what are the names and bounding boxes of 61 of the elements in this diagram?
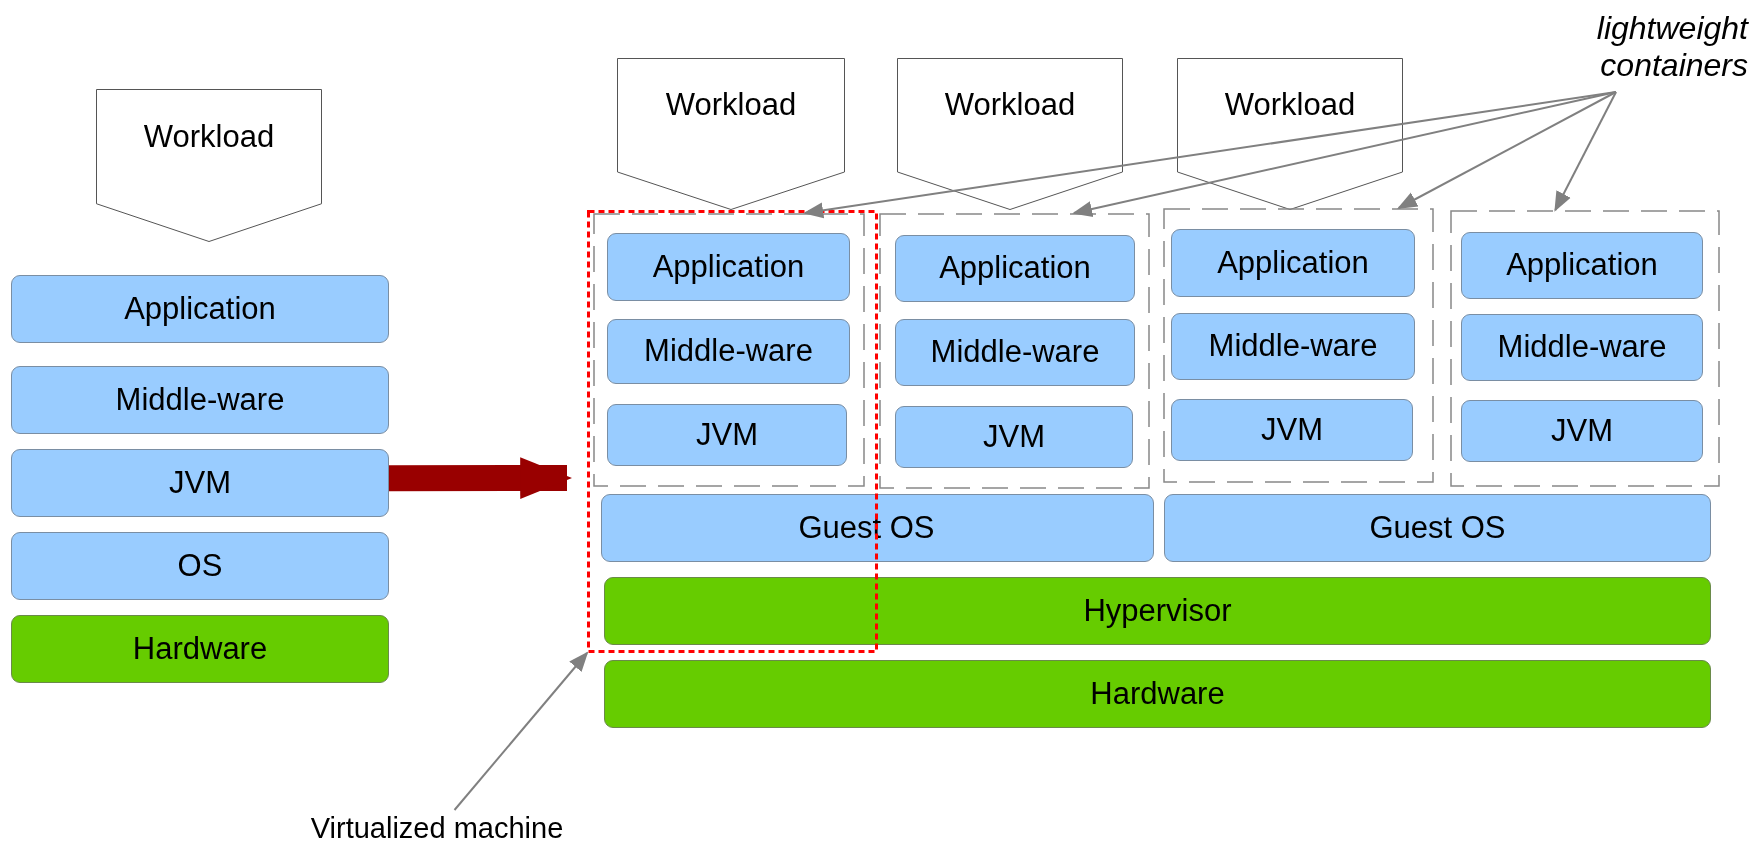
workload-pentagon [1177,58,1403,210]
layer-box [604,577,1711,645]
layer-box [601,494,1154,562]
container-frame [1163,208,1434,483]
transition-arrow [389,457,573,499]
layer-label: Middle-ware [1208,329,1378,364]
container-frame [593,213,865,487]
layer-label: JVM [1551,413,1613,449]
layer-box [11,532,389,600]
layer-label: Workload [944,88,1076,123]
layer-box [895,319,1135,386]
leader-arrow [1397,91,1617,209]
leader-arrow [803,91,1617,219]
layer-label: JVM [983,419,1045,455]
layer-label: Middle-ware [1497,330,1667,365]
layer-label: Middle-ware [930,335,1100,370]
layer-box [11,275,389,343]
layer-label: Workload [143,119,275,154]
layer-label: JVM [696,417,758,453]
layer-label: Hardware [1090,676,1225,712]
layer-box [1461,400,1703,462]
layer-label: Application [652,249,805,285]
layer-label: Hypervisor [1083,593,1232,629]
layer-label: Application [939,251,1091,286]
layer-box [11,615,389,683]
layer-box [1461,314,1703,381]
layer-box [1461,232,1703,299]
layer-label: OS [177,548,223,584]
layer-box [11,366,389,434]
container-frame [1450,210,1720,487]
leader-arrow [1072,91,1617,217]
layer-label: Middle-ware [115,382,285,418]
caption-text: lightweight containers [1595,10,1748,84]
layer-label: Guest OS [1369,510,1506,546]
layer-box [607,404,847,466]
workload-pentagon [897,58,1123,210]
workload-pentagon [617,58,845,210]
layer-box [895,235,1135,302]
layer-label: Workload [1224,88,1356,123]
layer-box [604,660,1711,728]
leader-arrow [453,651,589,811]
workload-pentagon [96,89,322,242]
layer-box [895,406,1133,468]
layer-label: JVM [169,465,231,501]
layer-box [1164,494,1711,562]
container-frame [879,213,1150,489]
caption-text: Virtualized machine [310,813,564,845]
layer-label: Middle-ware [644,334,813,369]
layer-label: Workload [665,88,797,123]
layer-label: Application [1506,248,1658,283]
layer-box [1171,229,1415,297]
layer-label: Hardware [132,631,268,667]
leader-arrow [1554,91,1617,212]
layer-box [607,233,850,301]
layer-label: Application [124,291,276,327]
layer-box [1171,313,1415,380]
layer-label: JVM [1261,412,1323,448]
layer-box [607,319,850,384]
layer-label: Application [1217,245,1369,281]
layer-box [1171,399,1413,461]
layer-box [11,449,389,517]
